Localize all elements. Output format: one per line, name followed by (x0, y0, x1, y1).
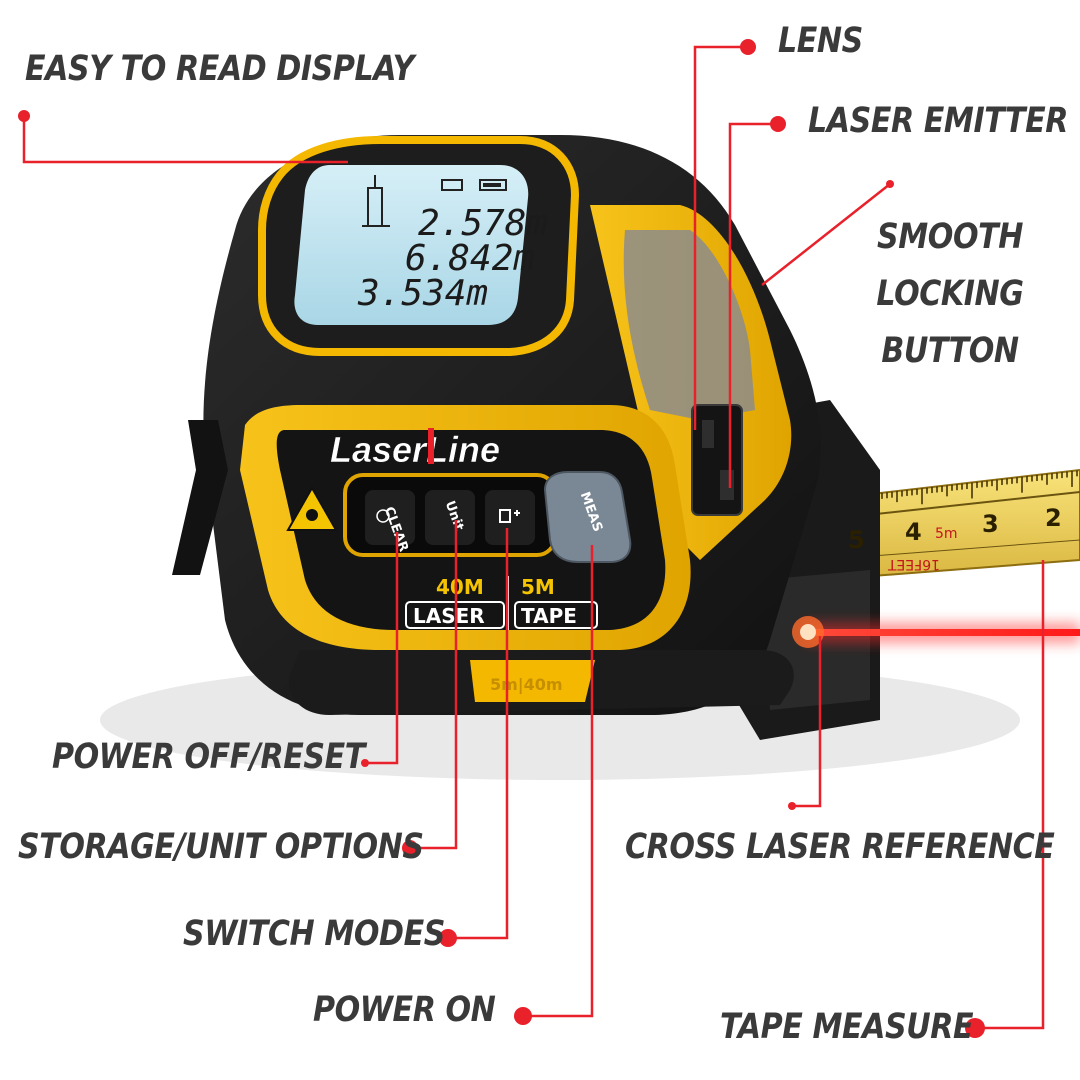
leader-switch-modes (450, 528, 509, 940)
label-laser-emitter: LASER EMITTER (808, 101, 1069, 141)
laser-warning-icon (286, 485, 338, 531)
label-easy-display: EASY TO READ DISPLAY (25, 49, 415, 89)
label-storage-unit: STORAGE/UNIT OPTIONS (18, 827, 424, 867)
belt-clip (172, 420, 228, 575)
label-smooth-locking: SMOOTH LOCKING BUTTON (860, 220, 1040, 391)
tape-unit: 5m (935, 526, 958, 542)
leader-lines (22, 45, 1045, 1030)
leader-storage (412, 520, 458, 850)
laser-label: LASER (413, 604, 485, 628)
lcd-screen (294, 165, 529, 325)
lcd-reading-3: 3.534m (357, 273, 488, 314)
dot-lens (740, 39, 756, 55)
tape-feet: 16FEET (887, 556, 940, 572)
lcd-mode-icon (362, 175, 390, 227)
tape-markings: 5 4 3 2 5m 16FEET (848, 504, 1062, 572)
label-smooth-line-1: SMOOTH (877, 217, 1023, 257)
label-switch-modes: SWITCH MODES (183, 914, 445, 954)
tape-number-2: 2 (1045, 504, 1062, 532)
clear-button[interactable]: CLEAR (365, 490, 415, 554)
label-power-off: POWER OFF/RESET (52, 737, 365, 777)
battery-icon (479, 179, 507, 191)
range-labels: 40M 5M LASER TAPE (405, 575, 598, 630)
leader-power-on (525, 545, 594, 1018)
power-icon (376, 509, 390, 523)
leader-lens (693, 45, 748, 430)
dot-display (18, 110, 30, 122)
dot-power-off (361, 759, 369, 767)
mode-icon (499, 509, 520, 523)
lens-window (691, 404, 743, 516)
tape-label: TAPE (521, 604, 577, 628)
tape-number-3: 3 (982, 510, 999, 538)
unit-button[interactable]: Unit (425, 490, 475, 545)
leader-laser-emitter (728, 122, 778, 488)
tape-number-4: 4 (905, 518, 922, 546)
leader-cross-laser (792, 636, 822, 808)
dot-storage (402, 840, 418, 856)
dot-cross-laser (788, 802, 796, 810)
lcd-readings: 2.578m 6.842m 3.534m (357, 203, 548, 314)
memory-icon (441, 179, 463, 191)
label-tape-measure: TAPE MEASURE (720, 1007, 974, 1047)
leader-smooth-locking (761, 183, 891, 286)
meas-button[interactable]: MEAS (543, 471, 632, 563)
tape-number-5: 5 (848, 526, 865, 554)
leader-power-off (365, 532, 399, 765)
mode-button[interactable] (485, 490, 535, 545)
locking-button (623, 230, 755, 420)
lcd-reading-1: 2.578m (418, 203, 548, 244)
base-text: 5m|40m (490, 675, 563, 695)
laser-beam (792, 616, 1080, 648)
dot-power-on (514, 1007, 532, 1025)
label-cross-laser: CROSS LASER REFERENCE (625, 827, 1055, 867)
laser-range: 40M (436, 575, 484, 599)
brand-logo: LaserLine (330, 429, 500, 470)
label-power-on: POWER ON (313, 990, 496, 1030)
lcd-reading-2: 6.842m (405, 238, 535, 279)
tape-range: 5M (521, 575, 555, 599)
label-smooth-line-2: LOCKING (876, 274, 1024, 314)
leader-tape-measure (975, 560, 1045, 1030)
leader-dots (18, 39, 985, 1038)
dot-tape-measure (965, 1018, 985, 1038)
label-smooth-line-3: BUTTON (881, 331, 1019, 371)
leader-display (22, 116, 348, 164)
dot-switch-modes (439, 929, 457, 947)
label-lens: LENS (778, 21, 863, 61)
dot-laser-emitter (770, 116, 786, 132)
dot-smooth-locking (886, 180, 894, 188)
